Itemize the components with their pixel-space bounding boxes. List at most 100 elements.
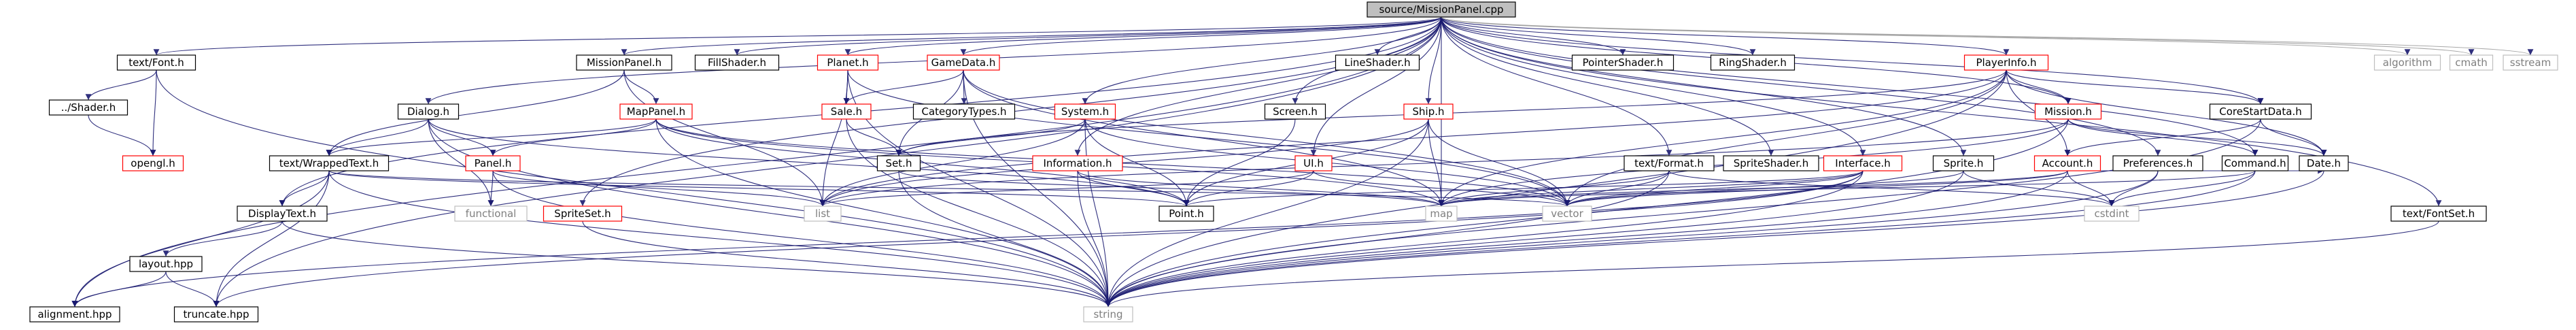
edge-dialog-to-wrappedtext [326,118,429,156]
node-corestartdata[interactable]: CoreStartData.h [2209,103,2312,120]
node-layout[interactable]: layout.hpp [129,256,203,272]
node-wrappedtext[interactable]: text/WrappedText.h [269,155,390,171]
node-interface[interactable]: Interface.h [1823,155,1903,171]
node-fillshader[interactable]: FillShader.h [694,54,780,71]
node-string[interactable]: string [1083,306,1133,323]
node-lineshader[interactable]: LineShader.h [1335,54,1420,71]
node-account[interactable]: Account.h [2033,155,2101,171]
node-label-preferences: Preferences.h [2123,157,2193,169]
node-box-textfont [116,54,196,71]
edge-root-to-sstream [1441,16,2533,56]
node-system[interactable]: System.h [1054,103,1116,120]
node-missionpanel[interactable]: MissionPanel.h [576,54,672,71]
edge-mappanel-to-point [655,118,1190,207]
edge-gamedata-to-map [963,69,1445,207]
node-playerinfo[interactable]: PlayerInfo.h [1963,54,2049,71]
node-box-map [1425,205,1458,222]
node-ringshader[interactable]: RingShader.h [1710,54,1796,71]
node-root[interactable]: source/MissionPanel.cpp [1367,1,1516,18]
node-mission[interactable]: Mission.h [2034,103,2102,120]
node-ui[interactable]: UI.h [1294,155,1333,171]
node-label-root: source/MissionPanel.cpp [1379,3,1504,16]
node-command[interactable]: Command.h [2221,155,2289,171]
node-label-account: Account.h [2042,157,2093,169]
node-displaytext[interactable]: DisplayText.h [237,205,328,222]
node-sale[interactable]: Sale.h [821,103,872,120]
node-alignment[interactable]: alignment.hpp [29,306,120,323]
node-planet[interactable]: Planet.h [817,54,879,71]
node-map[interactable]: map [1425,205,1458,222]
node-screen[interactable]: Screen.h [1264,103,1326,120]
node-box-pointershader [1571,54,1675,71]
node-sstream[interactable]: sstream [2503,54,2558,71]
edge-wrappedtext-to-point [328,170,1189,207]
edge-preferences-to-cstdint [2108,170,2159,207]
edge-ship-to-string [1105,118,1429,308]
edge-mission-to-date [2067,118,2327,156]
node-date[interactable]: Date.h [2299,155,2349,171]
edge-sale-to-string [846,118,1112,308]
edge-textformat-to-vector [1564,170,1670,207]
node-box-ship [1403,103,1454,120]
node-algorithm[interactable]: algorithm [2373,54,2441,71]
node-box-shader [48,99,128,116]
node-label-algorithm: algorithm [2383,56,2432,69]
node-box-preferences [2112,155,2203,171]
edge-system-to-point [1084,118,1190,207]
node-spriteset[interactable]: SpriteSet.h [543,205,623,222]
edge-interface-to-vector [1564,170,1864,207]
node-box-sale [821,103,872,120]
edge-gamedata-to-sale [843,69,964,105]
node-box-set [876,155,921,171]
node-list[interactable]: list [804,205,842,222]
edge-root-to-alignment [71,16,1442,308]
edge-root-to-pointershader [1441,16,1626,56]
node-label-truncate: truncate.hpp [184,308,250,320]
edge-interface-to-string [1105,170,1864,308]
node-pointershader[interactable]: PointerShader.h [1571,54,1675,71]
edge-dialog-to-string [428,118,1112,308]
node-label-vector: vector [1551,208,1583,220]
node-label-functional: functional [466,208,517,220]
node-textfontset[interactable]: text/FontSet.h [2390,205,2487,222]
node-set[interactable]: Set.h [876,155,921,171]
node-label-opengl: opengl.h [131,157,175,169]
node-cmath[interactable]: cmath [2449,54,2494,71]
node-textformat[interactable]: text/Format.h [1624,155,1715,171]
edge-shader-to-opengl [88,114,156,156]
node-sprite[interactable]: Sprite.h [1932,155,1995,171]
node-box-mappanel [619,103,693,120]
node-box-spriteshader [1723,155,1819,171]
node-label-textfontset: text/FontSet.h [2403,208,2475,220]
node-opengl[interactable]: opengl.h [122,155,184,171]
edge-playerinfo-to-map [1438,69,2007,207]
node-label-command: Command.h [2224,157,2286,169]
node-ship[interactable]: Ship.h [1403,103,1454,120]
node-box-list [804,205,842,222]
node-categorytypes[interactable]: CategoryTypes.h [912,103,1016,120]
edge-sprite-to-string [1105,170,1964,308]
edge-root-to-lineshader [1374,16,1442,56]
edge-sprite-to-cstdint [1963,170,2115,207]
node-box-lineshader [1335,54,1420,71]
node-panel[interactable]: Panel.h [465,155,521,171]
node-label-string: string [1093,308,1122,320]
node-spriteshader[interactable]: SpriteShader.h [1723,155,1819,171]
node-cstdint[interactable]: cstdint [2084,205,2140,222]
node-label-ringshader: RingShader.h [1719,56,1787,69]
node-mappanel[interactable]: MapPanel.h [619,103,693,120]
node-vector[interactable]: vector [1542,205,1592,222]
node-gamedata[interactable]: GameData.h [927,54,1000,71]
node-point[interactable]: Point.h [1158,205,1214,222]
node-truncate[interactable]: truncate.hpp [173,306,259,323]
node-dialog[interactable]: Dialog.h [397,103,460,120]
node-shader[interactable]: ../Shader.h [48,99,128,116]
edge-set-to-map [898,170,1445,207]
node-label-list: list [815,208,830,220]
node-textfont[interactable]: text/Font.h [116,54,196,71]
node-preferences[interactable]: Preferences.h [2112,155,2203,171]
node-information[interactable]: Information.h [1032,155,1123,171]
node-functional[interactable]: functional [454,205,528,222]
node-label-sale: Sale.h [831,105,862,118]
